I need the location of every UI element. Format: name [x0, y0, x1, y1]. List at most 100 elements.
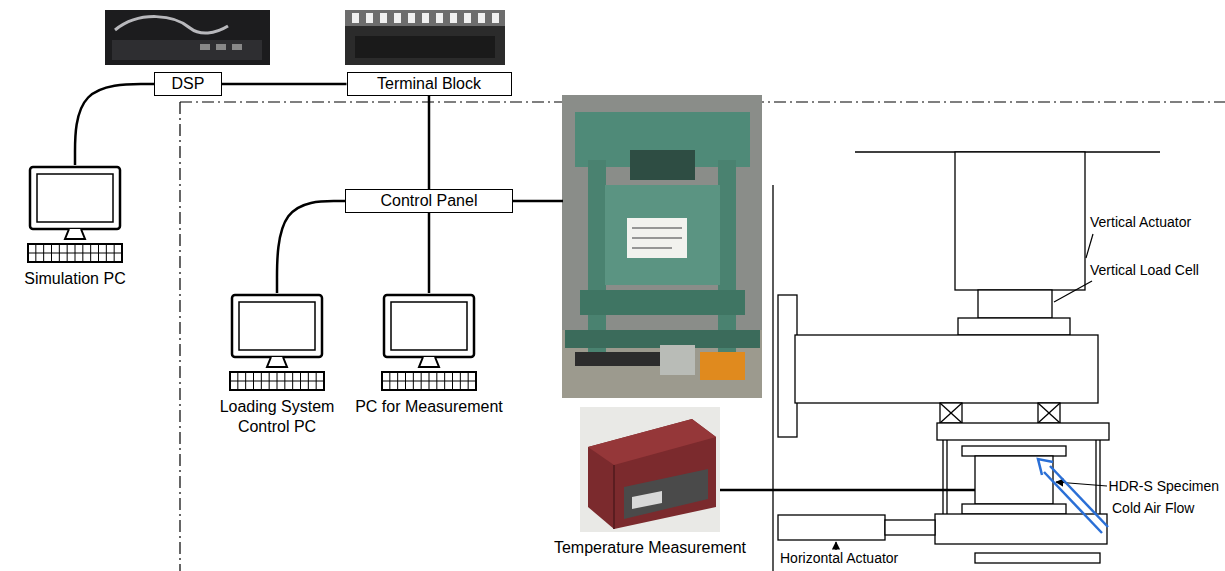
terminal-body [355, 36, 495, 58]
reaction-column [778, 295, 797, 437]
machine-beam [580, 290, 745, 315]
monitor-stand [419, 357, 439, 367]
monitor-stand [267, 357, 287, 367]
leader-arrow [835, 542, 836, 550]
leader-line [1054, 281, 1092, 302]
machine-actuator [630, 150, 695, 180]
top-plate [937, 423, 1109, 440]
guide-rod [942, 440, 943, 514]
flange-plate [962, 446, 1066, 456]
part-label: Vertical Load Cell [1090, 262, 1199, 279]
connector [428, 96, 431, 189]
terminal-knob [464, 13, 471, 23]
photo-background [580, 407, 720, 532]
part-label: HDR-S Specimen [1109, 478, 1219, 495]
computer-icon [229, 293, 325, 393]
terminal-knobs [352, 13, 499, 23]
specimen [975, 456, 1053, 504]
data-logger-photo [580, 407, 720, 532]
placard-line [632, 247, 672, 249]
wire [720, 489, 975, 492]
terminal-knob [478, 13, 485, 23]
bearing [1038, 403, 1060, 423]
horizontal-actuator [778, 515, 885, 540]
terminal-knob [436, 13, 443, 23]
node-label: Temperature Measurement [554, 538, 746, 558]
loading-beam [795, 335, 1098, 403]
node-label: Control Panel [356, 191, 502, 211]
terminal-knob [422, 13, 429, 23]
placard-line [632, 227, 682, 229]
connector [222, 83, 347, 86]
load-cell [978, 290, 1052, 318]
logger-panel [624, 469, 708, 519]
node-label: Simulation PC [24, 269, 125, 289]
connector [277, 201, 345, 293]
logger-sticker [632, 491, 662, 509]
machine-photo [562, 95, 762, 398]
placard-line [632, 237, 682, 239]
screen [37, 174, 113, 222]
dsp-port [232, 44, 242, 50]
wire [512, 200, 563, 203]
data-logger-node: Temperature Measurement [554, 407, 746, 558]
bearing-cross [1038, 403, 1060, 423]
device-box: DSP [154, 72, 222, 96]
keyboard [382, 372, 476, 390]
vertical-actuator [955, 152, 1085, 290]
plate [958, 318, 1070, 335]
dsp-photo [105, 10, 270, 65]
bearing [940, 403, 962, 423]
part-label: Vertical Actuator [1090, 214, 1191, 231]
screen [239, 302, 315, 350]
terminal-knob [352, 13, 359, 23]
bearing-cross [940, 403, 962, 423]
reaction-wall [772, 185, 773, 571]
terminal-knob [380, 13, 387, 23]
terminal-knob [394, 13, 401, 23]
device-box: Control Panel [345, 189, 513, 213]
monitor-stand [65, 229, 85, 239]
bearing-cross [940, 403, 962, 423]
machine-orange-part [700, 352, 745, 380]
machine-body [605, 185, 720, 285]
cold-air-arrow-head [1038, 459, 1053, 475]
guide-rod [946, 440, 947, 514]
logger-edge [613, 465, 615, 529]
machine-floor [562, 330, 762, 398]
computer-icon [381, 293, 477, 393]
bearing-cross [1038, 403, 1060, 423]
part-label: Horizontal Actuator [780, 550, 898, 567]
monitor [384, 295, 474, 357]
dsp-port [216, 44, 226, 50]
terminal-knob [366, 13, 373, 23]
screen [391, 302, 467, 350]
flange-plate [962, 504, 1066, 514]
part-label: Cold Air Flow [1112, 500, 1194, 517]
dsp-port [200, 44, 210, 50]
computer-node: Loading System Control PC [212, 293, 342, 437]
logger-top [588, 419, 716, 465]
monitor [232, 295, 322, 357]
monitor [30, 167, 120, 229]
leader-line [1086, 234, 1093, 258]
terminal-knob [450, 13, 457, 23]
logger-body [588, 419, 716, 529]
keyboard [230, 372, 324, 390]
keyboard-key-line [230, 381, 324, 382]
computer-node: Simulation PC [24, 165, 125, 289]
computer-node: PC for Measurement [355, 293, 503, 417]
keyboard-key-line [28, 253, 122, 254]
sliding-table [935, 514, 1107, 544]
terminal-photo [345, 10, 505, 65]
dsp-cable [115, 17, 228, 33]
connector [428, 213, 431, 293]
cold-air-arrow [1044, 472, 1102, 533]
connector [75, 84, 154, 165]
machine-block [660, 345, 695, 375]
computer-icon [27, 165, 123, 265]
base-plate [975, 553, 1100, 563]
keyboard [28, 244, 122, 262]
dsp-panel [112, 40, 262, 60]
guide-rod [1095, 440, 1096, 514]
